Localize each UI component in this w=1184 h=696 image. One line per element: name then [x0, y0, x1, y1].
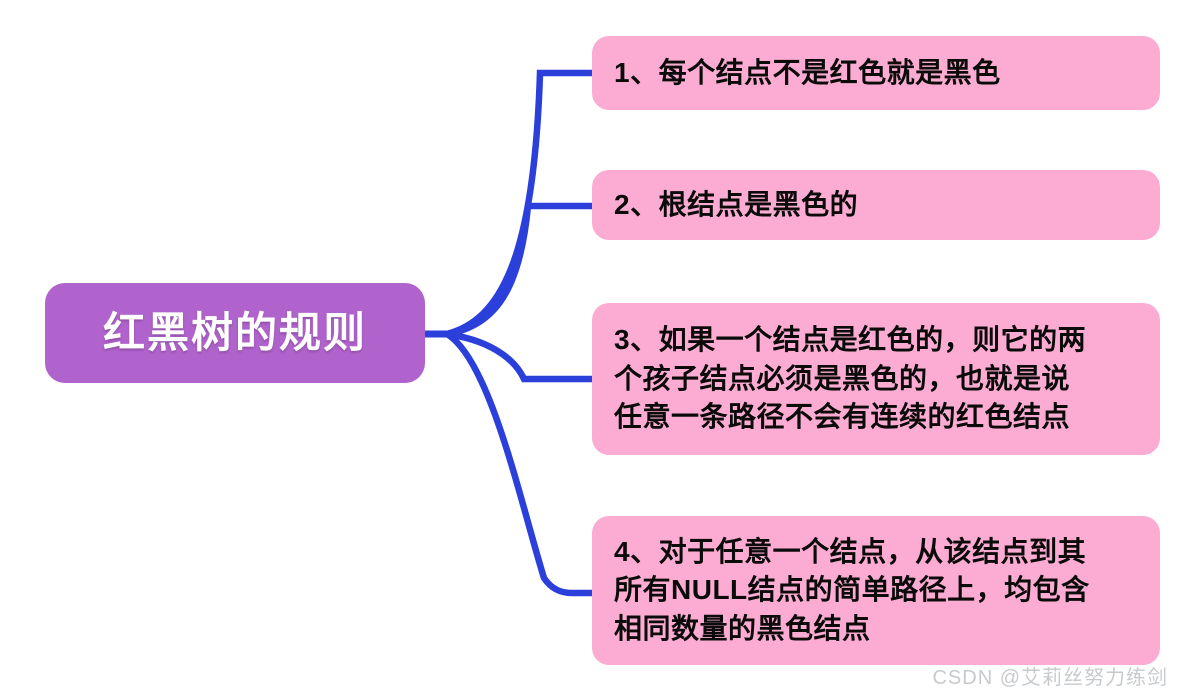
branch-node-1-label: 1、每个结点不是红色就是黑色 — [614, 56, 1001, 88]
root-node[interactable]: 红黑树的规则 — [45, 283, 425, 383]
branch-node-4-label: 4、对于任意一个结点，从该结点到其 所有NULL结点的简单路径上，均包含 相同数… — [614, 535, 1090, 644]
connector-to-branch-4 — [443, 330, 598, 597]
connector-to-branch-2 — [443, 202, 598, 338]
branch-node-3-label: 3、如果一个结点是红色的，则它的两 个孩子结点必须是黑色的，也就是说 任意一条路… — [614, 324, 1087, 433]
root-node-label: 红黑树的规则 — [102, 308, 367, 356]
branch-node-2-label: 2、根结点是黑色的 — [614, 188, 859, 220]
connector-to-branch-3 — [443, 330, 598, 383]
branch-node-2[interactable]: 2、根结点是黑色的 — [592, 170, 1160, 240]
branch-node-1[interactable]: 1、每个结点不是红色就是黑色 — [592, 36, 1160, 110]
branch-node-4[interactable]: 4、对于任意一个结点，从该结点到其 所有NULL结点的简单路径上，均包含 相同数… — [592, 516, 1160, 665]
branch-node-3[interactable]: 3、如果一个结点是红色的，则它的两 个孩子结点必须是黑色的，也就是说 任意一条路… — [592, 303, 1160, 455]
